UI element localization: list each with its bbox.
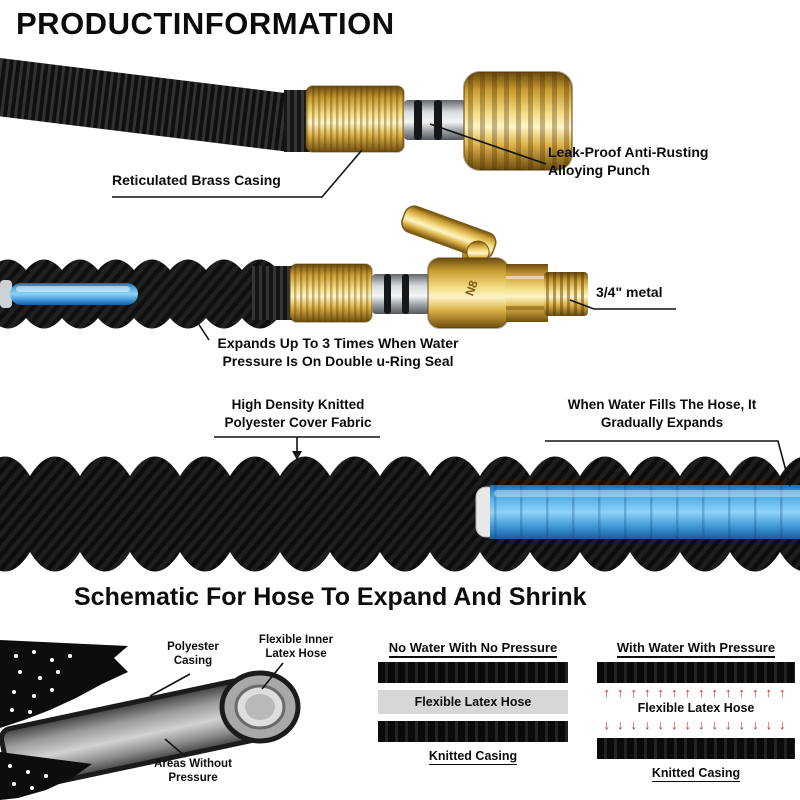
label-areas-without-pressure: Areas Without Pressure — [154, 758, 232, 785]
schematic-no-water-column: No Water With No Pressure Flexible Latex… — [378, 640, 568, 765]
latex-bar-label: Flexible Latex Hose — [414, 695, 532, 709]
knitted-casing-bar-top — [378, 662, 568, 683]
ball-valve-body — [428, 258, 508, 328]
casing-perforations — [8, 764, 48, 790]
label-reticulated-brass-casing: Reticulated Brass Casing — [112, 172, 281, 188]
o-ring — [402, 274, 409, 314]
label-knitted-fabric: High Density Knitted Polyester Cover Fab… — [224, 397, 372, 430]
knitted-casing-bar-bottom — [597, 738, 795, 759]
knitted-casing-caption: Knitted Casing — [651, 766, 741, 782]
hose-photo-top — [0, 55, 573, 171]
with-water-title: With Water With Pressure — [616, 640, 776, 658]
hose-end-cap — [0, 280, 12, 308]
page-title: PRODUCTINFORMATION — [16, 6, 395, 41]
expansion-down-arrows-icon: ↓↓↓↓↓↓↓↓↓↓↓↓↓↓ — [603, 717, 793, 732]
down-arrowhead-icon — [292, 451, 302, 460]
label-leak-proof-punch: Leak-Proof Anti-Rusting Alloying Punch — [548, 144, 709, 179]
valve-hex — [506, 264, 548, 322]
knitted-casing-caption: Knitted Casing — [428, 749, 518, 765]
cutaway-casing-upper — [0, 640, 128, 728]
label-expands-3x: Expands Up To 3 Times When Water Pressur… — [217, 335, 459, 370]
schematic-title: Schematic For Hose To Expand And Shrink — [74, 583, 587, 611]
label-polyester-casing: Polyester Casing — [167, 641, 219, 668]
hose-photo-valve: N8 — [0, 205, 588, 329]
expansion-up-arrows-icon: ↑↑↑↑↑↑↑↑↑↑↑↑↑↑ — [603, 685, 793, 700]
metal-adapter — [372, 274, 430, 314]
no-water-title: No Water With No Pressure — [388, 640, 558, 658]
label-metal-size: 3/4" metal — [596, 284, 663, 300]
callout-lines — [112, 123, 791, 758]
knitted-casing-bar-top — [597, 662, 795, 683]
o-ring — [384, 274, 391, 314]
flexible-latex-bar: Flexible Latex Hose — [378, 690, 568, 714]
o-ring — [414, 100, 422, 140]
o-ring — [434, 100, 442, 140]
hose-cutaway-diagram — [0, 640, 301, 800]
flexible-latex-label: Flexible Latex Hose — [637, 701, 755, 715]
label-water-fills: When Water Fills The Hose, It Gradually … — [567, 397, 757, 430]
label-inner-latex-hose: Flexible Inner Latex Hose — [258, 634, 334, 661]
hose-photo-expanded — [0, 456, 800, 572]
casing-perforations — [10, 650, 72, 714]
knitted-casing-bar-bottom — [378, 721, 568, 742]
knitted-hose-segment — [0, 55, 292, 152]
schematic-with-water-column: With Water With Pressure ↑↑↑↑↑↑↑↑↑↑↑↑↑↑ … — [597, 640, 795, 782]
valve-stamp: N8 — [462, 278, 481, 298]
